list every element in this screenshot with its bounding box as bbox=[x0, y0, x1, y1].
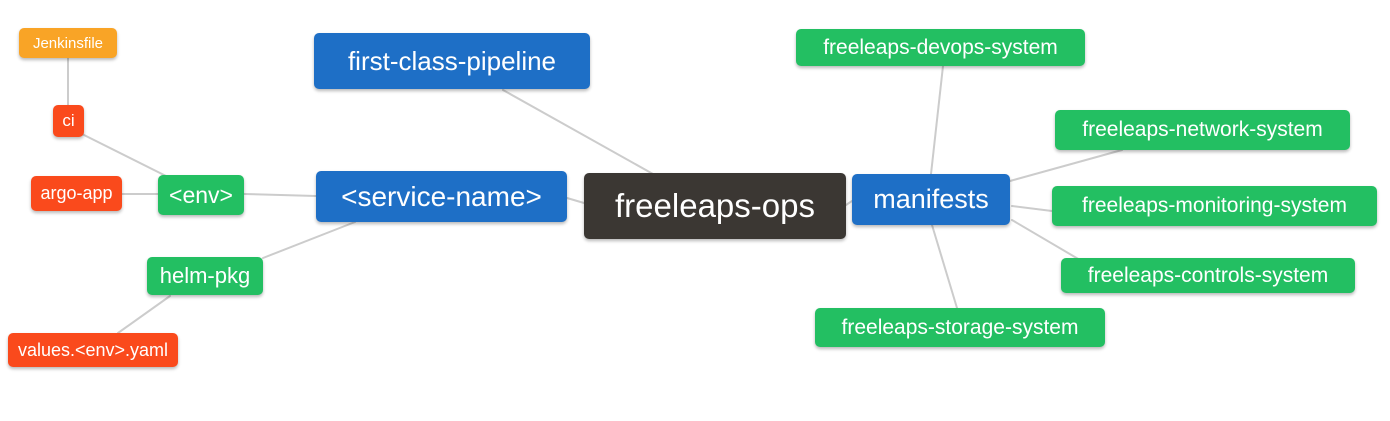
edge-service-name-root bbox=[566, 197, 585, 204]
node-freeleaps-storage-system-label: freeleaps-storage-system bbox=[841, 315, 1079, 339]
node-argo-app[interactable]: argo-app bbox=[31, 176, 122, 211]
node-helm-pkg[interactable]: helm-pkg bbox=[147, 257, 263, 295]
node-values-env-yaml[interactable]: values.<env>.yaml bbox=[8, 333, 178, 367]
node-first-class-pipeline[interactable]: first-class-pipeline bbox=[314, 33, 590, 89]
node-first-class-pipeline-label: first-class-pipeline bbox=[347, 45, 557, 76]
edge-manifests-monitoring-system bbox=[1011, 205, 1053, 212]
edge-manifests-network-system bbox=[1009, 149, 1123, 182]
node-freeleaps-network-system-label: freeleaps-network-system bbox=[1082, 118, 1323, 141]
node-env-label: <env> bbox=[169, 181, 233, 208]
edge-service-name-helm-pkg bbox=[262, 221, 356, 259]
edge-ci-env bbox=[81, 133, 169, 178]
node-ci[interactable]: ci bbox=[53, 105, 84, 137]
node-freeleaps-monitoring-system-label: freeleaps-monitoring-system bbox=[1082, 194, 1347, 217]
node-freeleaps-ops[interactable]: freeleaps-ops bbox=[584, 173, 846, 239]
node-freeleaps-network-system[interactable]: freeleaps-network-system bbox=[1055, 110, 1350, 150]
node-freeleaps-devops-system-label: freeleaps-devops-system bbox=[823, 35, 1058, 59]
edge-env-service-name bbox=[243, 193, 317, 197]
node-manifests-label: manifests bbox=[873, 184, 989, 214]
edge-manifests-storage-system bbox=[931, 224, 958, 309]
node-argo-app-label: argo-app bbox=[40, 183, 113, 203]
edge-first-class-pipeline-root bbox=[502, 89, 654, 175]
edge-helm-pkg-values-yaml bbox=[117, 295, 171, 334]
node-values-env-yaml-label: values.<env>.yaml bbox=[17, 339, 169, 360]
edge-manifests-controls-system bbox=[1011, 219, 1081, 261]
node-service-name-label: <service-name> bbox=[341, 180, 542, 212]
node-ci-label: ci bbox=[62, 111, 75, 130]
node-service-name[interactable]: <service-name> bbox=[316, 171, 567, 222]
node-freeleaps-controls-system-label: freeleaps-controls-system bbox=[1087, 263, 1329, 287]
edge-root-manifests bbox=[845, 200, 853, 206]
node-freeleaps-controls-system[interactable]: freeleaps-controls-system bbox=[1061, 258, 1355, 293]
node-freeleaps-devops-system[interactable]: freeleaps-devops-system bbox=[796, 29, 1085, 66]
node-freeleaps-ops-label: freeleaps-ops bbox=[615, 187, 815, 224]
node-env[interactable]: <env> bbox=[158, 175, 244, 215]
edge-manifests-devops-system bbox=[930, 65, 944, 175]
node-freeleaps-storage-system[interactable]: freeleaps-storage-system bbox=[815, 308, 1105, 347]
node-helm-pkg-label: helm-pkg bbox=[159, 263, 251, 288]
node-manifests[interactable]: manifests bbox=[852, 174, 1010, 225]
node-freeleaps-monitoring-system[interactable]: freeleaps-monitoring-system bbox=[1052, 186, 1377, 226]
node-jenkinsfile[interactable]: Jenkinsfile bbox=[19, 28, 117, 58]
node-jenkinsfile-label: Jenkinsfile bbox=[32, 34, 104, 52]
